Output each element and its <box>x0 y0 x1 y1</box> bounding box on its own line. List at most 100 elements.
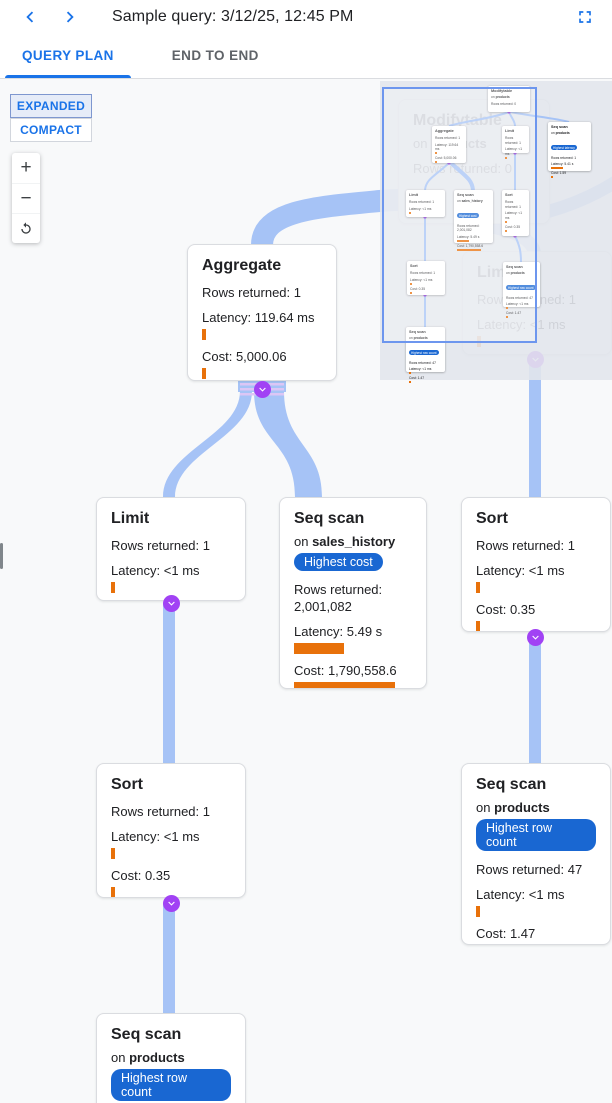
highlight-badge: Highest cost <box>457 213 479 218</box>
node-title: Sort <box>476 510 508 527</box>
back-button[interactable] <box>10 3 50 31</box>
collapse-sort-right[interactable] <box>526 628 544 646</box>
plan-edge <box>163 603 175 763</box>
node-stat: Cost: 0.35 <box>410 286 426 291</box>
node-title: Seq scan <box>506 265 523 269</box>
node-title: Seq scan <box>409 330 426 334</box>
fullscreen-icon <box>579 10 591 23</box>
zoom-in-button[interactable]: + <box>12 153 40 183</box>
tab-query-plan[interactable]: QUERY PLAN <box>5 33 131 78</box>
chevron-left-icon <box>26 11 34 22</box>
node-stat: Rows returned: 1 <box>409 200 435 204</box>
node-stat: Rows returned: 1 <box>505 136 521 145</box>
node-title: Seq scan <box>111 1026 182 1043</box>
chevron-right-icon <box>66 11 74 22</box>
node-table: on products <box>506 271 525 275</box>
reset-view-icon <box>21 221 31 234</box>
node-stat: Latency: <1 ms <box>476 887 565 902</box>
tab-end-to-end[interactable]: END TO END <box>171 48 259 63</box>
cost-bar <box>410 291 412 294</box>
node-stat: Rows returned: 1 <box>410 271 436 275</box>
node-table: on products <box>491 95 510 99</box>
node-stat: Cost: 1,790,558.6 <box>457 243 484 248</box>
highlight-badge: Highest cost <box>294 553 383 571</box>
node-stat: Cost: 1,790,558.6 <box>294 663 397 678</box>
compact-button[interactable]: COMPACT <box>10 118 92 142</box>
fullscreen-button[interactable] <box>568 3 602 31</box>
node-title: Aggregate <box>435 129 454 133</box>
left-scrollbar-thumb[interactable] <box>0 543 3 569</box>
node-stat: Latency: 119.64 ms <box>202 310 315 325</box>
highlight-badge: Highest row count <box>409 350 439 355</box>
node-stat: Cost: 0.35 <box>505 224 521 229</box>
node-stat: Cost: 1.47 <box>476 926 536 941</box>
page-title: Sample query: 3/12/25, 12:45 PM <box>112 7 354 25</box>
plan-edge <box>254 391 322 497</box>
forward-button[interactable] <box>50 3 90 31</box>
node-stat: Latency: <1 ms <box>505 147 523 156</box>
minimap-edge <box>449 161 475 191</box>
title-bar: Sample query: 3/12/25, 12:45 PM <box>0 0 612 33</box>
cost-bar <box>294 643 344 654</box>
node-title: Limit <box>111 510 150 527</box>
node-stat: Cost: 0.35 <box>476 602 536 617</box>
node-table: on products <box>476 800 550 815</box>
cost-bar <box>409 211 411 214</box>
node-title: Seq scan <box>294 510 365 527</box>
cost-bar <box>476 582 480 593</box>
reset-view-button[interactable] <box>12 213 40 243</box>
node-title: Seq scan <box>476 776 547 793</box>
collapse-limit[interactable] <box>162 594 180 612</box>
highlight-badge: Highest row count <box>506 285 536 290</box>
node-title: Seq scan <box>457 193 474 197</box>
node-stat: Latency: 5.49 s <box>457 234 480 239</box>
tab-bar: QUERY PLAN END TO END <box>0 33 612 79</box>
node-table: on sales_history <box>294 534 396 549</box>
zoom-controls: + − <box>12 153 40 243</box>
minimap-viewport[interactable] <box>382 87 537 343</box>
cost-bar <box>505 229 507 232</box>
cost-bar <box>435 161 437 163</box>
zoom-out-button[interactable]: − <box>12 183 40 213</box>
collapse-sort-left[interactable] <box>162 894 180 912</box>
expanded-button[interactable]: EXPANDED <box>10 94 92 118</box>
plan-edge <box>529 359 541 497</box>
node-stat: Rows returned: 47 <box>476 862 583 877</box>
cost-bar <box>409 372 411 374</box>
node-stat: Latency: 5.41 s <box>551 162 574 166</box>
node-title: Modifytable <box>491 89 513 93</box>
node-title: Limit <box>409 193 419 197</box>
node-stat: Latency: <1 ms <box>111 829 200 844</box>
node-stat: Rows returned: 0 <box>491 101 517 106</box>
expand-more-icon <box>258 387 266 392</box>
node-stat: Cost: 5,000.06 <box>435 156 457 160</box>
highlight-badge: Highest row count <box>476 819 596 851</box>
node-title: Sort <box>410 264 418 268</box>
node-stat: Latency: <1 ms <box>505 211 523 220</box>
node-stat: Latency: <1 ms <box>409 367 432 371</box>
node-stat: Rows returned: 47 <box>409 360 436 365</box>
node-stat: Latency: <1 ms <box>409 206 432 211</box>
collapse-aggregate[interactable] <box>253 380 271 398</box>
minimap-edge <box>508 111 516 127</box>
